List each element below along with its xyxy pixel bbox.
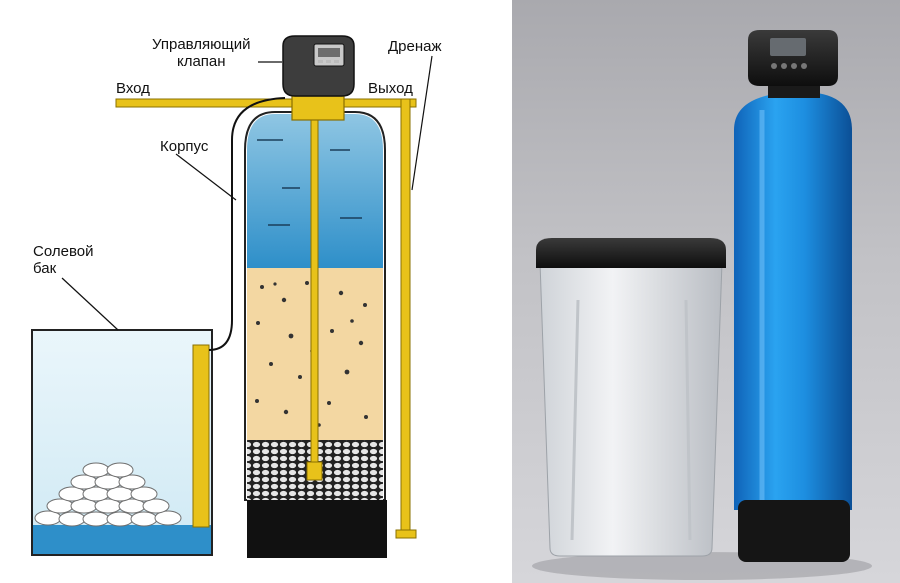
brine-tank-rib: [570, 299, 580, 541]
salt-tablets: [34, 462, 182, 527]
vessel-base-photo: [738, 500, 850, 562]
label-brine-tank-2: бак: [33, 260, 57, 277]
photo-panel: [512, 0, 900, 583]
brine-tank-photo: [539, 261, 723, 557]
brine-line: [208, 97, 286, 351]
label-brine-tank: Солевой бак: [33, 243, 93, 277]
label-control-valve-2: клапан: [176, 53, 226, 70]
valve-buttons: [318, 60, 339, 63]
label-brine-tank-1: Солевой: [33, 243, 94, 260]
softener-vessel-photo: [734, 92, 852, 510]
label-drain: Дренаж: [388, 38, 442, 55]
leader-lines: [61, 55, 433, 331]
inlet-pipe: [115, 98, 417, 108]
water-ripples: [257, 139, 362, 226]
label-housing: Корпус: [160, 138, 209, 155]
label-control-valve: Управляющий клапан: [152, 36, 251, 70]
valve-adapter: [291, 95, 345, 121]
photo-svg: [532, 30, 872, 580]
schematic-svg: [31, 35, 433, 558]
drain-pipe: [400, 98, 411, 536]
riser-tube: [310, 111, 319, 473]
schematic-panel: Управляющий клапан Дренаж Вход Выход Кор…: [31, 35, 442, 558]
label-control-valve-1: Управляющий: [152, 36, 251, 53]
label-inlet: Вход: [116, 80, 150, 97]
label-outlet: Выход: [368, 80, 413, 97]
drain-pipe-end: [395, 529, 417, 539]
control-display-photo: [770, 38, 806, 56]
brine-well: [192, 344, 210, 528]
valve-lcd: [318, 48, 340, 57]
riser-distributor: [306, 461, 323, 481]
brine-tank-lid: [536, 238, 726, 268]
control-buttons-photo: [771, 63, 807, 69]
vessel-base: [247, 500, 387, 558]
brine-tank-rib-2: [684, 299, 692, 541]
brine-water: [33, 525, 211, 554]
